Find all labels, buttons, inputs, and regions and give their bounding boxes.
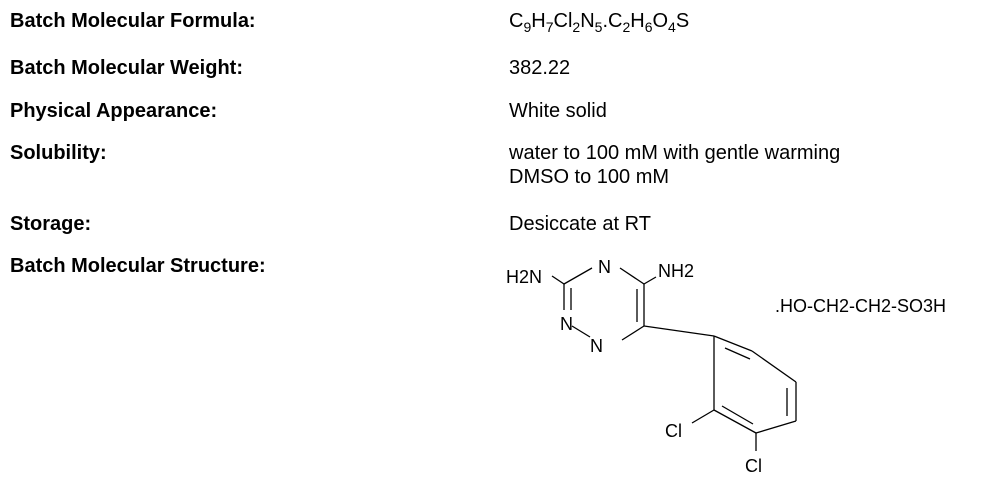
bond-ph6-cl xyxy=(691,409,715,424)
cl-upper-label: Cl xyxy=(665,421,682,441)
bond-n4-c5 xyxy=(619,267,645,285)
bond-ph5-ph6 xyxy=(713,409,757,434)
ring-n-bottom-label: N xyxy=(590,336,603,356)
appearance-label: Physical Appearance: xyxy=(10,100,218,122)
solubility-line-water: water to 100 mM with gentle warming xyxy=(509,142,841,164)
solubility-line-dmso: DMSO to 100 mM xyxy=(509,166,670,188)
storage-value: Desiccate at RT xyxy=(509,213,651,235)
appearance-value: White solid xyxy=(509,100,607,122)
bond-ph2-ph3 xyxy=(751,350,797,383)
bond-ph1-ph2-inner xyxy=(724,347,751,360)
solubility-value: water to 100 mM with gentle warming DMSO… xyxy=(509,141,840,189)
bond-c3-n4 xyxy=(563,267,593,285)
bond-n2-n1 xyxy=(571,325,591,338)
ring-n-top-label: N xyxy=(598,257,611,277)
formula-value: C9H7Cl2N5.C2H6O4S xyxy=(509,10,690,35)
amine-left-label: H2N xyxy=(506,267,542,287)
bond-c6-phenyl xyxy=(643,325,715,337)
bond-c3-nh2 xyxy=(551,275,565,285)
structure-label: Batch Molecular Structure: xyxy=(10,255,266,277)
bond-ph4-ph5 xyxy=(755,420,797,434)
molecular-structure-diagram: H2N N NH2 N N .HO-CH2-CH2-SO3H Cl Cl xyxy=(506,257,946,476)
bond-ph1-ph2 xyxy=(713,335,753,352)
cl-lower-label: Cl xyxy=(745,456,762,476)
amine-right-label: NH2 xyxy=(658,261,694,281)
storage-label: Storage: xyxy=(10,213,92,235)
bond-c5-nh2 xyxy=(643,276,657,285)
bond-c6-n1 xyxy=(621,325,645,341)
salt-label: .HO-CH2-CH2-SO3H xyxy=(775,296,946,316)
bond-ph5-ph6-inner xyxy=(721,405,754,425)
weight-value: 382.22 xyxy=(509,57,571,79)
formula-label: Batch Molecular Formula: xyxy=(10,10,256,32)
solubility-label: Solubility: xyxy=(10,142,107,164)
weight-label: Batch Molecular Weight: xyxy=(10,57,243,79)
ring-n-left-label: N xyxy=(560,314,573,334)
